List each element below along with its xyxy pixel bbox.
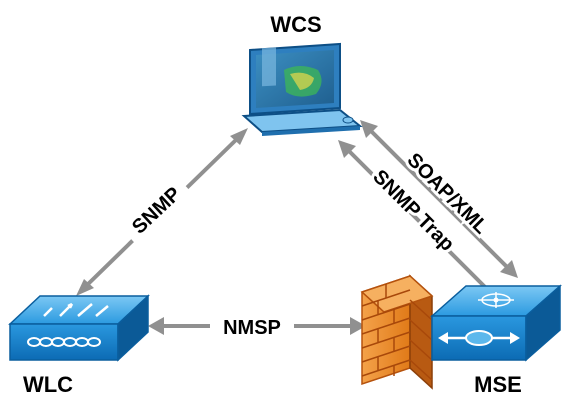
soap-xml-link — [360, 120, 518, 278]
arrow-head-icon — [338, 140, 356, 158]
arrow-head-icon — [500, 260, 518, 278]
snmp-trap-link — [338, 140, 487, 289]
wcs-node: WCS — [241, 12, 363, 136]
wlc-label: WLC — [23, 372, 73, 397]
mobility-services-engine-icon — [430, 284, 562, 362]
arrow-head-icon — [230, 128, 248, 145]
wireless-lan-controller-icon — [8, 294, 150, 362]
arrow-head-icon — [360, 120, 378, 138]
firewall-icon — [360, 274, 434, 390]
arrow-head-icon — [350, 317, 366, 335]
nmsp-link-label: NMSP — [223, 317, 281, 339]
mse-node: MSE — [430, 284, 562, 397]
firewall-node — [360, 274, 434, 390]
laptop-icon — [241, 42, 363, 136]
wlc-node: WLC — [8, 294, 150, 397]
wcs-label: WCS — [270, 12, 321, 37]
mse-label: MSE — [474, 372, 522, 397]
arrow-head-icon — [76, 279, 94, 296]
arrow-head-icon — [148, 317, 164, 335]
